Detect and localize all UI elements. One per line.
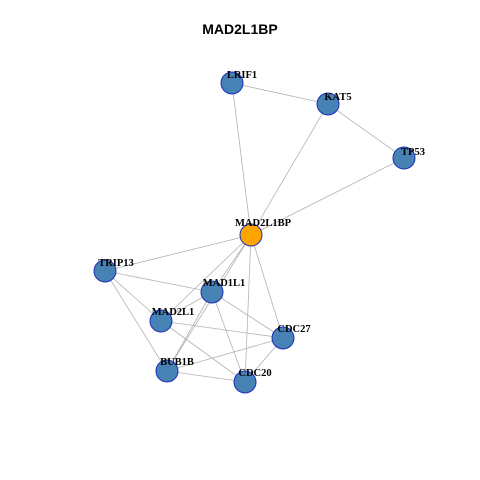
node-label-mad2l1bp: MAD2L1BP [235, 218, 292, 229]
edge-kat5-tp53 [327, 103, 405, 159]
edge-mad2l1-cdc20 [160, 320, 246, 383]
edge-mad2l1bp-mad2l1 [160, 234, 252, 322]
edge-trip13-mad2l1 [104, 270, 162, 322]
edge-mad2l1bp-cdc27 [250, 234, 284, 339]
node-label-trip13: TRIP13 [98, 258, 134, 269]
node-label-cdc20: CDC20 [238, 368, 271, 379]
node-label-cdc27: CDC27 [277, 324, 310, 335]
node-kat5 [316, 92, 340, 116]
edge-mad2l1bp-trip13 [104, 234, 252, 272]
node-trip13 [93, 259, 117, 283]
edge-bub1b-cdc27 [166, 337, 284, 372]
edge-trip13-bub1b [104, 270, 168, 372]
edge-mad2l1-cdc27 [160, 320, 284, 339]
node-mad1l1 [200, 280, 224, 304]
node-mad2l1 [149, 309, 173, 333]
edge-kat5-mad2l1bp [250, 103, 329, 236]
edge-mad1l1-cdc20 [211, 291, 246, 383]
node-mad2l1bp [239, 223, 263, 247]
node-tp53 [392, 146, 416, 170]
node-label-bub1b: BUB1B [160, 357, 194, 368]
edge-mad2l1bp-mad1l1 [211, 234, 252, 293]
edge-lrif1-mad2l1bp [231, 82, 252, 236]
node-label-lrif1: LRIF1 [227, 70, 257, 81]
node-label-mad2l1: MAD2L1 [152, 307, 195, 318]
nodes-layer [93, 71, 416, 394]
graph-title: MAD2L1BP [202, 21, 278, 37]
node-bub1b [155, 359, 179, 383]
edge-mad2l1bp-cdc20 [244, 234, 252, 383]
edge-lrif1-kat5 [231, 82, 329, 105]
edge-tp53-mad2l1bp [250, 157, 405, 236]
node-label-tp53: TP53 [401, 147, 425, 158]
edge-mad1l1-bub1b [166, 291, 213, 372]
edge-mad1l1-cdc27 [211, 291, 284, 339]
node-lrif1 [220, 71, 244, 95]
node-label-mad1l1: MAD1L1 [203, 278, 246, 289]
edge-bub1b-cdc20 [166, 370, 246, 383]
node-label-kat5: KAT5 [324, 92, 351, 103]
node-cdc27 [271, 326, 295, 350]
edge-trip13-mad1l1 [104, 270, 213, 293]
node-cdc20 [233, 370, 257, 394]
